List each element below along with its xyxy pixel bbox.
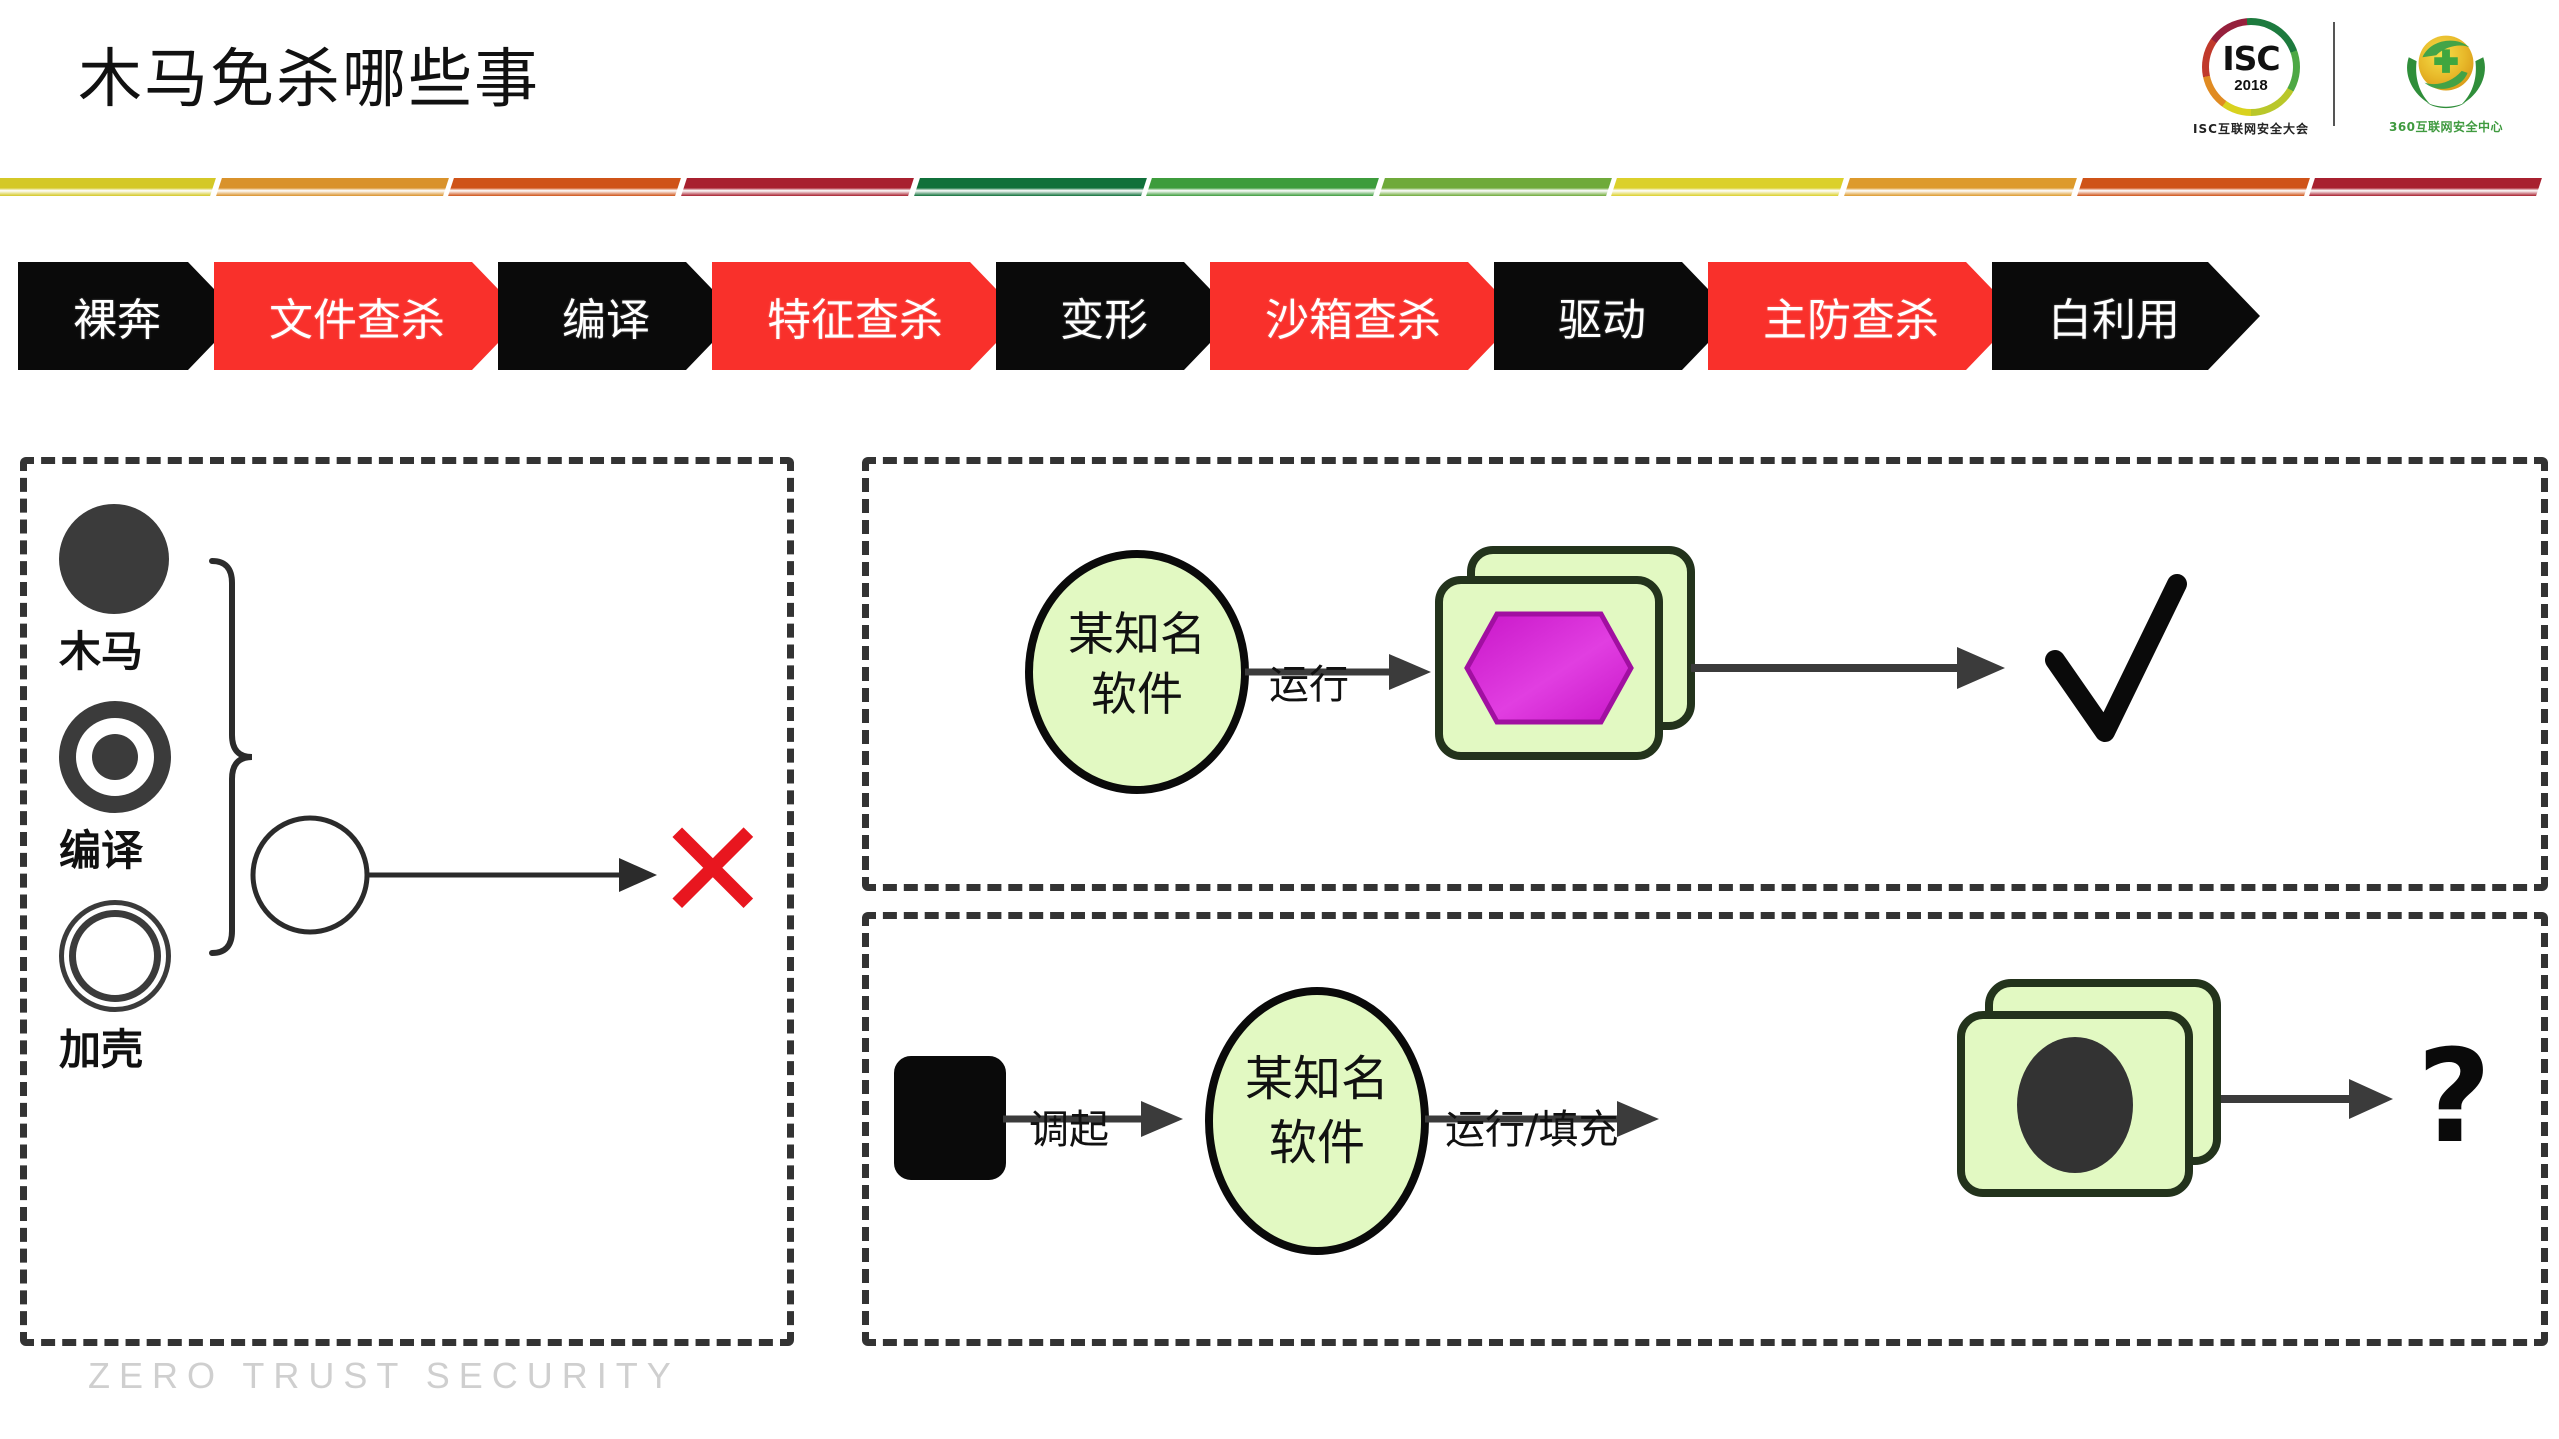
- icon-item-label: 编译: [59, 826, 144, 875]
- arrow-head-icon: [619, 858, 657, 892]
- arrow-head-icon: [1957, 647, 2005, 689]
- icon-column: 木马 编译 加壳: [59, 504, 259, 1099]
- footer-watermark: ZERO TRUST SECURITY: [88, 1355, 680, 1396]
- chevron-step-label: 文件查杀: [269, 295, 445, 346]
- node-label-line1: 某知名: [1244, 1051, 1389, 1107]
- arrow-head-icon: [1389, 654, 1431, 690]
- divider-segment: [215, 178, 449, 196]
- process-chevron-banner: 裸奔 文件查杀 编译 特征查杀 变形 沙箱查杀 驱动 主防查杀 白利用: [18, 262, 2234, 370]
- chevron-step-label: 裸奔: [73, 295, 161, 346]
- solid-disc-icon: [59, 504, 169, 614]
- icon-item-label: 木马: [59, 627, 144, 676]
- chevron-step[interactable]: 变形: [996, 262, 1236, 370]
- edge-label-invoke: 调起: [1029, 1107, 1109, 1153]
- node-label-line2: 软件: [1091, 667, 1183, 721]
- isc-logo-caption: ISC互联网安全大会: [2193, 122, 2309, 136]
- logo-group: ISC 2018 ISC互联网安全大会: [2193, 18, 2531, 148]
- icon-item-compile: 编译: [59, 701, 259, 878]
- isc-ring-icon: ISC 2018: [2202, 18, 2300, 116]
- icon-item-label: 加壳: [59, 1025, 144, 1074]
- panel-whitelist-normal: 某知名 软件 运行: [862, 457, 2548, 891]
- known-software-node-label: 某知名 软件: [1027, 604, 1247, 724]
- result-cross-icon: ✕: [655, 790, 771, 951]
- chevron-step-label: 特征查杀: [767, 295, 943, 346]
- trojan-ellipse-icon: [2017, 1037, 2133, 1173]
- divider-segment: [1378, 178, 1612, 196]
- result-check-icon: [2045, 574, 2187, 742]
- logo-360-caption: 360互联网安全中心: [2388, 120, 2504, 134]
- arrow-head-icon: [1141, 1101, 1183, 1137]
- isc-logo-year: 2018: [2234, 76, 2268, 94]
- chevron-step[interactable]: 主防查杀: [1708, 262, 2018, 370]
- chevron-step-label: 主防查杀: [1763, 295, 1939, 346]
- arrow-head-icon: [1617, 1101, 1659, 1137]
- edge-label-run-fill: 运行/填充: [1445, 1107, 1619, 1153]
- chevron-step[interactable]: 特征查杀: [712, 262, 1022, 370]
- divider-segment: [1611, 178, 1845, 196]
- isc-logo: ISC 2018 ISC互联网安全大会: [2193, 18, 2309, 140]
- chevron-step-label: 变形: [1060, 295, 1148, 346]
- left-panel-connectors: [209, 558, 657, 956]
- chevron-step[interactable]: 文件查杀: [214, 262, 524, 370]
- divider-segment: [1146, 178, 1379, 196]
- divider-segment: [1844, 178, 2077, 196]
- trojan-block-icon: [894, 1056, 1006, 1180]
- result-question-icon: ?: [2417, 1023, 2492, 1172]
- chevron-step[interactable]: 编译: [498, 262, 738, 370]
- chevron-step[interactable]: 裸奔: [18, 262, 240, 370]
- divider-segment: [2309, 178, 2542, 196]
- node-label-line1: 某知名: [1068, 607, 1206, 661]
- chevron-step[interactable]: 沙箱查杀: [1210, 262, 1520, 370]
- panel-packing-detected: 木马 编译 加壳 ✕: [20, 457, 794, 1346]
- chevron-step-label: 驱动: [1558, 295, 1646, 346]
- bottom-right-flow: [894, 979, 2393, 1255]
- chevron-step[interactable]: 驱动: [1494, 262, 1734, 370]
- page-title: 木马免杀哪些事: [78, 43, 540, 117]
- icon-item-pack: 加壳: [59, 900, 259, 1077]
- shield-wreath-icon: [2397, 18, 2495, 116]
- divider-segment: [448, 178, 681, 196]
- arrow-head-icon: [2349, 1079, 2393, 1119]
- divider-segment: [0, 178, 216, 196]
- icon-item-trojan: 木马: [59, 504, 259, 679]
- divider-segment: [2076, 178, 2310, 196]
- chevron-step-label: 编译: [562, 295, 650, 346]
- hexagon-icon: [1464, 611, 1634, 725]
- isc-logo-word: ISC: [2222, 38, 2280, 78]
- node-label-line2: 软件: [1268, 1115, 1365, 1171]
- double-ring-icon: [59, 900, 171, 1012]
- chevron-step[interactable]: 白利用: [1992, 262, 2260, 370]
- edge-label-run: 运行: [1269, 662, 1349, 708]
- logo-divider: [2333, 22, 2335, 126]
- logo-360: 360互联网安全中心: [2361, 18, 2531, 140]
- divider-segment: [913, 178, 1147, 196]
- panel-white-utilization: 某知名 软件 调起 运行/填充 ?: [862, 912, 2548, 1346]
- known-software-node-label: 某知名 软件: [1207, 1047, 1427, 1175]
- color-divider: [0, 178, 2559, 196]
- empty-circle-node: [250, 815, 370, 935]
- divider-segment: [680, 178, 914, 196]
- chevron-step-label: 白利用: [2048, 295, 2180, 346]
- top-right-flow: [1025, 546, 2187, 794]
- brace-icon: [209, 558, 253, 956]
- chevron-step-label: 沙箱查杀: [1265, 295, 1441, 346]
